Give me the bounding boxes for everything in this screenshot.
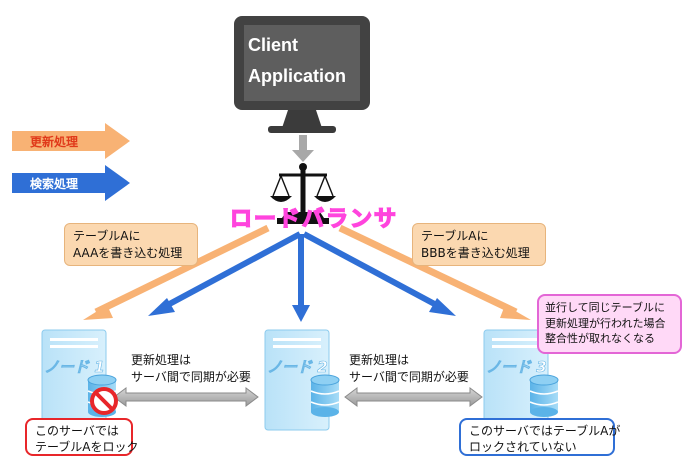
node3-label: ノード 3 <box>486 358 547 377</box>
load-balancer-label: ロードバランサ <box>229 206 399 233</box>
node1-label: ノード 1 <box>44 358 105 377</box>
node3-lock-status: このサーバではテーブルAが ロックされていない <box>459 418 621 456</box>
sync-label-left: 更新処理は サーバ間で同期が必要 <box>131 352 251 386</box>
left-note-line2: AAAを書き込む処理 <box>73 246 183 260</box>
update-arrow-to-node1 <box>83 224 270 320</box>
node3-status-line2: ロックされていない <box>469 440 577 454</box>
node3-database-icon <box>529 374 559 417</box>
consistency-warning-note: 並行して同じテーブルに 更新処理が行われた場合 整合性が取れなくなる <box>537 294 682 354</box>
node1-status-line1: このサーバでは <box>35 424 119 438</box>
node3-status-line1: このサーバではテーブルAが <box>469 424 621 438</box>
sync-left-line2: サーバ間で同期が必要 <box>131 370 251 384</box>
client-monitor-icon <box>234 16 370 133</box>
sync-right-line1: 更新処理は <box>349 353 410 367</box>
node2-database-icon <box>310 374 340 417</box>
sync-right-line2: サーバ間で同期が必要 <box>349 370 469 384</box>
node1-lock-status: このサーバでは テーブルAをロック <box>25 418 139 456</box>
node1-status-line2: テーブルAをロック <box>35 440 139 454</box>
left-update-note: テーブルAに AAAを書き込む処理 <box>64 223 198 266</box>
no-entry-icon <box>90 387 118 415</box>
client-application-label: Client Application <box>248 30 358 92</box>
legend-update-arrow <box>12 123 130 159</box>
warning-line1: 並行して同じテーブルに <box>545 301 666 314</box>
search-arrow-to-node2 <box>292 234 310 322</box>
client-to-balancer-arrow <box>292 135 314 162</box>
sync-arrow-left <box>113 387 259 407</box>
sync-arrow-right <box>344 387 483 407</box>
client-line1: Client <box>248 35 299 55</box>
node2-label: ノード 2 <box>267 358 328 377</box>
warning-line3: 整合性が取れなくなる <box>545 332 655 345</box>
balance-scale-icon <box>270 163 336 224</box>
sync-label-right: 更新処理は サーバ間で同期が必要 <box>349 352 469 386</box>
left-note-line1: テーブルAに <box>73 229 141 243</box>
sync-left-line1: 更新処理は <box>131 353 192 367</box>
update-arrow-to-node3 <box>338 224 531 320</box>
warning-line2: 更新処理が行われた場合 <box>545 316 666 330</box>
legend-search-label: 検索処理 <box>30 177 79 191</box>
legend-search-arrow <box>12 165 130 201</box>
right-note-line1: テーブルAに <box>421 229 489 243</box>
right-update-note: テーブルAに BBBを書き込む処理 <box>412 223 546 266</box>
right-note-line2: BBBを書き込む処理 <box>421 246 530 260</box>
search-arrow-to-node1 <box>148 231 302 316</box>
legend-update-label: 更新処理 <box>30 135 79 149</box>
search-arrow-to-node3 <box>302 231 456 316</box>
client-line2: Application <box>248 66 346 86</box>
